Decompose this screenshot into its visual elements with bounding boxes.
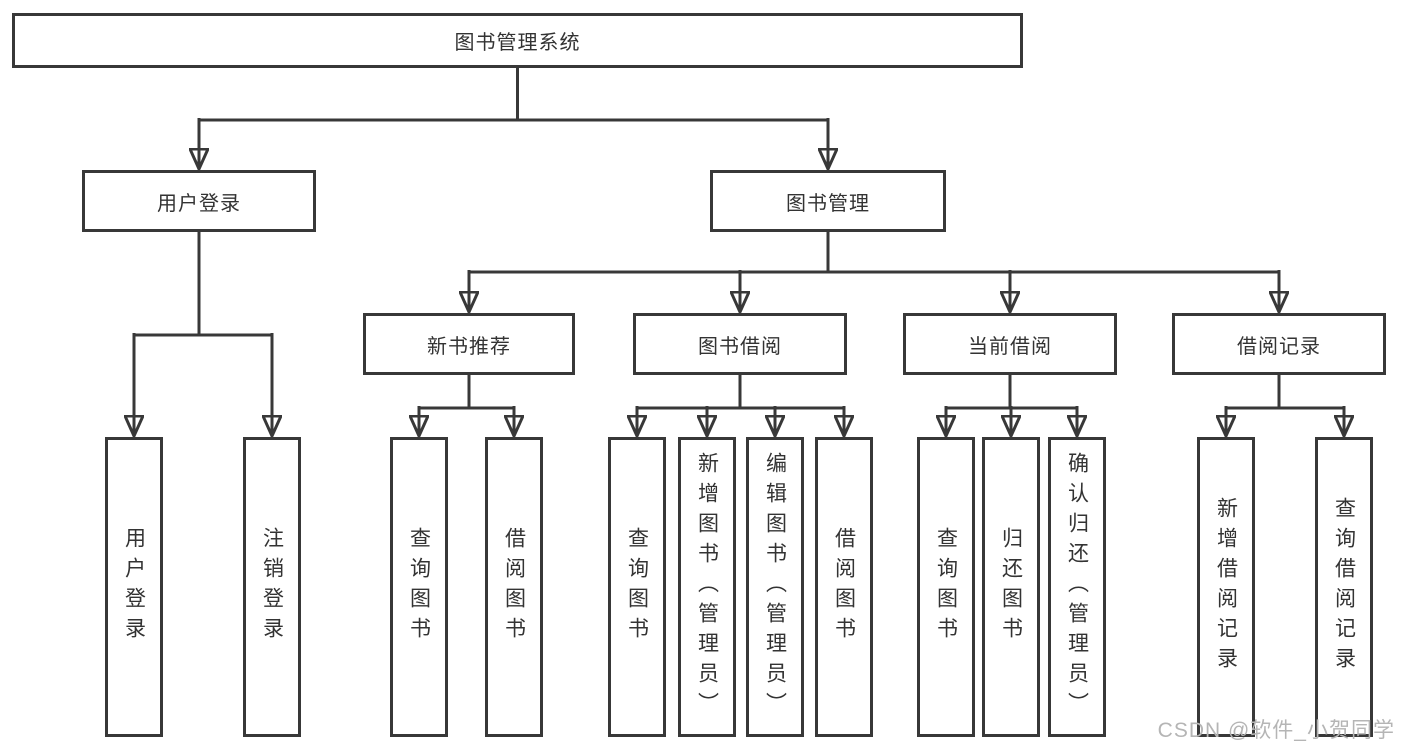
csdn-watermark: CSDN @软件_小贺同学 bbox=[1157, 719, 1395, 742]
leaf-label: 借阅图书 bbox=[502, 527, 526, 647]
leaf-query-books-borrow: 查询图书 bbox=[608, 437, 666, 737]
leaf-confirm-return-admin: 确认归还（管理员） bbox=[1048, 437, 1106, 737]
leaf-label: 借阅图书 bbox=[832, 527, 856, 647]
node-user-login: 用户登录 bbox=[82, 170, 316, 232]
leaf-query-borrow-record: 查询借阅记录 bbox=[1315, 437, 1373, 737]
leaf-add-borrow-record: 新增借阅记录 bbox=[1197, 437, 1255, 737]
leaf-user-login: 用户登录 bbox=[105, 437, 163, 737]
node-new-book-recommend: 新书推荐 bbox=[363, 313, 575, 375]
leaf-logout: 注销登录 bbox=[243, 437, 301, 737]
leaf-label: 注销登录 bbox=[260, 527, 284, 647]
leaf-label: 新增借阅记录 bbox=[1214, 497, 1238, 677]
leaf-edit-book-admin: 编辑图书（管理员） bbox=[746, 437, 804, 737]
node-book-borrow: 图书借阅 bbox=[633, 313, 847, 375]
leaf-label: 编辑图书（管理员） bbox=[763, 452, 787, 722]
leaf-return-book: 归还图书 bbox=[982, 437, 1040, 737]
node-root: 图书管理系统 bbox=[12, 13, 1023, 68]
node-book-management: 图书管理 bbox=[710, 170, 946, 232]
leaf-borrow-books-recommend: 借阅图书 bbox=[485, 437, 543, 737]
node-borrow-records: 借阅记录 bbox=[1172, 313, 1386, 375]
node-current-borrow: 当前借阅 bbox=[903, 313, 1117, 375]
leaf-add-book-admin: 新增图书（管理员） bbox=[678, 437, 736, 737]
leaf-label: 查询借阅记录 bbox=[1332, 497, 1356, 677]
leaf-label: 用户登录 bbox=[122, 527, 146, 647]
leaf-label: 归还图书 bbox=[999, 527, 1023, 647]
leaf-label: 查询图书 bbox=[934, 527, 958, 647]
leaf-label: 查询图书 bbox=[625, 527, 649, 647]
leaf-borrow-books: 借阅图书 bbox=[815, 437, 873, 737]
leaf-query-books-recommend: 查询图书 bbox=[390, 437, 448, 737]
leaf-query-books-current: 查询图书 bbox=[917, 437, 975, 737]
leaf-label: 新增图书（管理员） bbox=[695, 452, 719, 722]
leaf-label: 查询图书 bbox=[407, 527, 431, 647]
leaf-label: 确认归还（管理员） bbox=[1065, 452, 1089, 722]
